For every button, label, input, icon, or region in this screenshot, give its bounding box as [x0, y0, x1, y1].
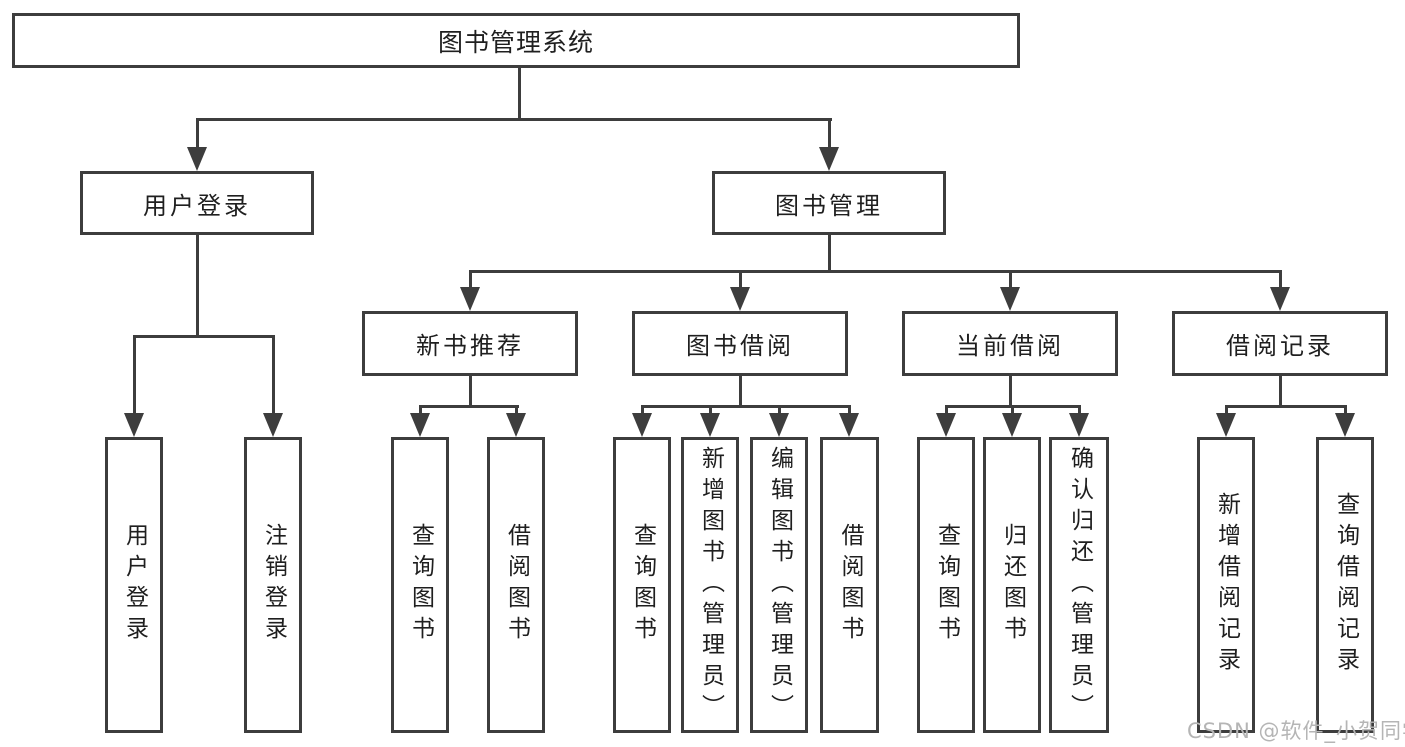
arrow-down-icon [124, 413, 144, 437]
connector-drop-book-management [828, 118, 831, 152]
arrow-down-icon [506, 413, 526, 437]
connector-recommend-stem [469, 376, 472, 408]
connector-drop-leaf [945, 405, 948, 417]
leaf-confirm-return-admin: 确认归还（管理员） [1049, 437, 1109, 733]
connector-records-stem [1279, 376, 1282, 408]
arrow-down-icon [1069, 413, 1089, 437]
connector-records-bar [1225, 405, 1347, 408]
connector-drop-leaf [778, 405, 781, 417]
connector-drop-leaf [1344, 405, 1347, 417]
arrow-down-icon [460, 287, 480, 311]
arrow-down-icon [1216, 413, 1236, 437]
connector-drop-leaf [272, 335, 275, 420]
node-book-borrowing: 图书借阅 [632, 311, 848, 376]
arrow-down-icon [819, 147, 839, 171]
leaf-borrow-books-recommend: 借阅图书 [487, 437, 545, 733]
connector-drop-leaf [515, 405, 518, 417]
leaf-query-books-recommend: 查询图书 [391, 437, 449, 733]
node-current-borrowing: 当前借阅 [902, 311, 1118, 376]
connector-drop-leaf [133, 335, 136, 420]
node-book-management: 图书管理 [712, 171, 946, 235]
watermark-text: CSDN @软件_小贺同学 [1187, 719, 1405, 743]
leaf-query-books-borrowing: 查询图书 [613, 437, 671, 733]
arrow-down-icon [1002, 413, 1022, 437]
arrow-down-icon [1270, 287, 1290, 311]
connector-drop-leaf [1078, 405, 1081, 417]
connector-book-mgmt-stem [828, 235, 831, 273]
arrow-down-icon [1000, 287, 1020, 311]
arrow-down-icon [187, 147, 207, 171]
leaf-borrow-books-borrowing: 借阅图书 [820, 437, 879, 733]
connector-drop-user-login [196, 118, 199, 152]
leaf-logout: 注销登录 [244, 437, 302, 733]
arrow-down-icon [1335, 413, 1355, 437]
connector-drop-leaf [1225, 405, 1228, 417]
connector-recommend-bar [419, 405, 519, 408]
leaf-add-borrow-record: 新增借阅记录 [1197, 437, 1255, 733]
arrow-down-icon [700, 413, 720, 437]
leaf-query-books-current: 查询图书 [917, 437, 975, 733]
connector-book-mgmt-bar [469, 270, 1282, 273]
connector-drop-recommend [469, 270, 472, 292]
connector-drop-leaf [419, 405, 422, 417]
node-borrowing-records: 借阅记录 [1172, 311, 1388, 376]
connector-drop-leaf [848, 405, 851, 417]
leaf-query-borrow-record: 查询借阅记录 [1316, 437, 1374, 733]
arrow-down-icon [730, 287, 750, 311]
connector-borrowing-stem [739, 376, 742, 408]
arrow-down-icon [632, 413, 652, 437]
connector-drop-borrowing [739, 270, 742, 292]
arrow-down-icon [839, 413, 859, 437]
connector-drop-current [1009, 270, 1012, 292]
connector-drop-leaf [641, 405, 644, 417]
connector-user-login-bar [133, 335, 275, 338]
connector-root-stem [518, 68, 521, 121]
arrow-down-icon [410, 413, 430, 437]
leaf-add-books-admin: 新增图书（管理员） [681, 437, 739, 733]
connector-current-stem [1009, 376, 1012, 408]
leaf-user-login: 用户登录 [105, 437, 163, 733]
arrow-down-icon [936, 413, 956, 437]
connector-root-bar [196, 118, 832, 121]
connector-borrowing-bar [641, 405, 851, 408]
connector-user-login-stem [196, 235, 199, 338]
connector-drop-leaf [1011, 405, 1014, 417]
connector-drop-records [1279, 270, 1282, 292]
connector-drop-leaf [709, 405, 712, 417]
leaf-edit-books-admin: 编辑图书（管理员） [750, 437, 808, 733]
arrow-down-icon [263, 413, 283, 437]
arrow-down-icon [769, 413, 789, 437]
node-root-library-system: 图书管理系统 [12, 13, 1020, 68]
node-user-login: 用户登录 [80, 171, 314, 235]
leaf-return-books: 归还图书 [983, 437, 1041, 733]
node-new-book-recommendation: 新书推荐 [362, 311, 578, 376]
